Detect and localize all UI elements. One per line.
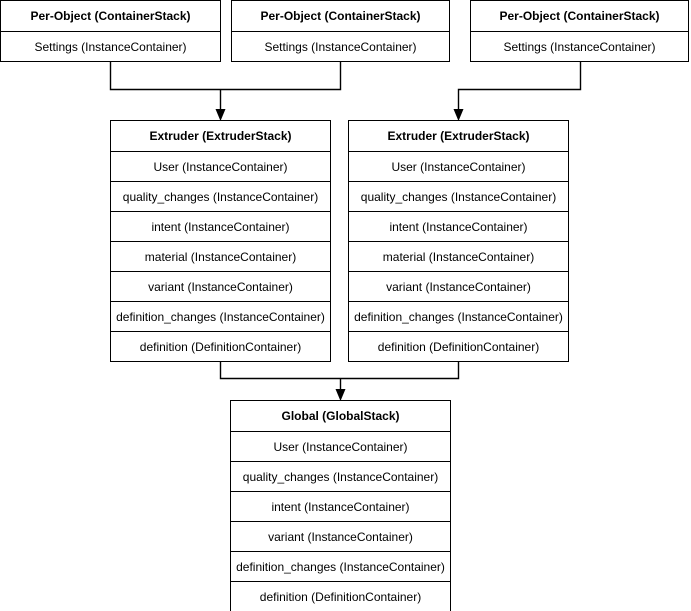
global-stack[interactable]: Global (GlobalStack) User (InstanceConta… <box>230 400 451 611</box>
extruder-stack-2-row-quality-changes: quality_changes (InstanceContainer) <box>349 181 568 211</box>
extruder-stack-1-row-user: User (InstanceContainer) <box>111 151 330 181</box>
extruder-stack-1-row-intent: intent (InstanceContainer) <box>111 211 330 241</box>
extruder-stack-1-row-variant: variant (InstanceContainer) <box>111 271 330 301</box>
global-stack-row-definition-changes: definition_changes (InstanceContainer) <box>231 551 450 581</box>
extruder-stack-2-row-material: material (InstanceContainer) <box>349 241 568 271</box>
global-stack-row-quality-changes: quality_changes (InstanceContainer) <box>231 461 450 491</box>
extruder-stack-2-row-user: User (InstanceContainer) <box>349 151 568 181</box>
connector-per-object-1-to-extruder-1 <box>109 60 221 91</box>
extruder-stack-2-row-variant: variant (InstanceContainer) <box>349 271 568 301</box>
extruder-stack-1-row-quality-changes: quality_changes (InstanceContainer) <box>111 181 330 211</box>
extruder-stack-2-row-definition-changes: definition_changes (InstanceContainer) <box>349 301 568 331</box>
global-stack-row-definition: definition (DefinitionContainer) <box>231 581 450 611</box>
global-stack-header: Global (GlobalStack) <box>231 401 450 431</box>
per-object-stack-2[interactable]: Per-Object (ContainerStack) Settings (In… <box>231 0 450 62</box>
global-stack-row-variant: variant (InstanceContainer) <box>231 521 450 551</box>
per-object-stack-2-row-settings: Settings (InstanceContainer) <box>232 31 449 61</box>
connector-per-object-3-to-extruder-2 <box>457 60 582 114</box>
extruder-stack-2-header: Extruder (ExtruderStack) <box>349 121 568 151</box>
extruder-stack-2[interactable]: Extruder (ExtruderStack) User (InstanceC… <box>348 120 569 362</box>
per-object-stack-3[interactable]: Per-Object (ContainerStack) Settings (In… <box>470 0 689 62</box>
per-object-stack-3-header: Per-Object (ContainerStack) <box>471 1 688 31</box>
extruder-stack-1[interactable]: Extruder (ExtruderStack) User (InstanceC… <box>110 120 331 362</box>
extruder-stack-2-row-intent: intent (InstanceContainer) <box>349 211 568 241</box>
extruder-stack-2-row-definition: definition (DefinitionContainer) <box>349 331 568 361</box>
extruder-stack-1-header: Extruder (ExtruderStack) <box>111 121 330 151</box>
per-object-stack-3-row-settings: Settings (InstanceContainer) <box>471 31 688 61</box>
per-object-stack-1[interactable]: Per-Object (ContainerStack) Settings (In… <box>0 0 221 62</box>
per-object-stack-2-header: Per-Object (ContainerStack) <box>232 1 449 31</box>
extruder-stack-1-row-definition-changes: definition_changes (InstanceContainer) <box>111 301 330 331</box>
global-stack-row-user: User (InstanceContainer) <box>231 431 450 461</box>
global-stack-row-intent: intent (InstanceContainer) <box>231 491 450 521</box>
per-object-stack-1-header: Per-Object (ContainerStack) <box>1 1 220 31</box>
connector-extruder-1-to-global <box>219 361 341 380</box>
per-object-stack-1-row-settings: Settings (InstanceContainer) <box>1 31 220 61</box>
connector-extruder-2-to-global <box>340 361 460 380</box>
extruder-stack-1-row-material: material (InstanceContainer) <box>111 241 330 271</box>
extruder-stack-1-row-definition: definition (DefinitionContainer) <box>111 331 330 361</box>
connector-per-object-2-to-extruder-1 <box>220 60 342 91</box>
